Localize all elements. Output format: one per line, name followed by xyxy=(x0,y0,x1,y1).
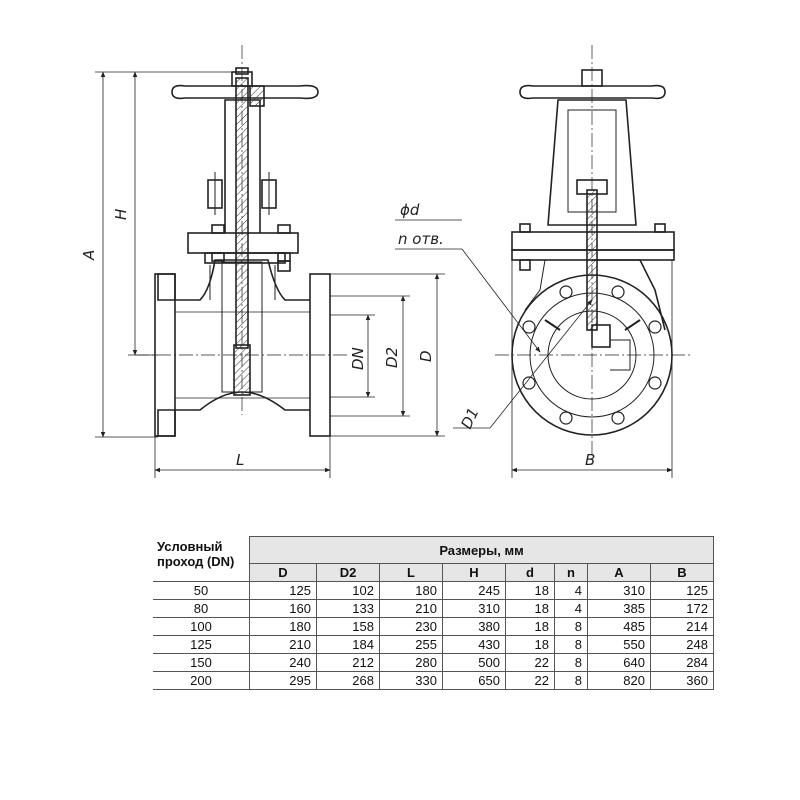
label-D2: D2 xyxy=(383,347,401,368)
column-header: n xyxy=(554,563,588,582)
dn-cell: 125 xyxy=(153,635,250,654)
value-cell: 650 xyxy=(442,671,506,690)
value-cell: 8 xyxy=(554,617,588,636)
value-cell: 380 xyxy=(442,617,506,636)
value-cell: 240 xyxy=(249,653,317,672)
value-cell: 550 xyxy=(587,635,651,654)
value-cell: 18 xyxy=(505,617,555,636)
value-cell: 280 xyxy=(379,653,443,672)
bonnet-bolts xyxy=(211,224,291,272)
value-cell: 180 xyxy=(249,617,317,636)
value-cell: 184 xyxy=(316,635,380,654)
column-header: L xyxy=(379,563,443,582)
value-cell: 430 xyxy=(442,635,506,654)
column-header: A xyxy=(587,563,651,582)
column-header: B xyxy=(650,563,714,582)
value-cell: 212 xyxy=(316,653,380,672)
value-cell: 640 xyxy=(587,653,651,672)
value-cell: 330 xyxy=(379,671,443,690)
handwheel xyxy=(171,84,319,100)
label-H: H xyxy=(112,209,130,220)
dn-cell: 150 xyxy=(153,653,250,672)
value-cell: 133 xyxy=(316,599,380,618)
front-view xyxy=(135,45,350,437)
stem xyxy=(235,77,249,349)
wedge xyxy=(221,261,263,393)
value-cell: 210 xyxy=(379,599,443,618)
value-cell: 385 xyxy=(587,599,651,618)
value-cell: 248 xyxy=(650,635,714,654)
value-cell: 8 xyxy=(554,653,588,672)
value-cell: 8 xyxy=(554,671,588,690)
side-view xyxy=(495,45,690,465)
label-A: A xyxy=(80,250,98,261)
label-B: B xyxy=(585,451,595,469)
value-cell: 125 xyxy=(249,581,317,600)
value-cell: 22 xyxy=(505,653,555,672)
value-cell: 8 xyxy=(554,635,588,654)
value-cell: 360 xyxy=(650,671,714,690)
dn-column-header: Условный проход (DN) xyxy=(153,536,250,582)
dn-cell: 80 xyxy=(153,599,250,618)
value-cell: 22 xyxy=(505,671,555,690)
value-cell: 158 xyxy=(316,617,380,636)
label-L: L xyxy=(236,451,244,469)
column-header: D2 xyxy=(316,563,380,582)
side-stem xyxy=(586,189,598,331)
value-cell: 172 xyxy=(650,599,714,618)
value-cell: 820 xyxy=(587,671,651,690)
column-header: D xyxy=(249,563,317,582)
value-cell: 18 xyxy=(505,581,555,600)
value-cell: 485 xyxy=(587,617,651,636)
value-cell: 310 xyxy=(587,581,651,600)
value-cell: 230 xyxy=(379,617,443,636)
dimensions-group-header: Размеры, мм xyxy=(249,536,714,564)
right-flange-outline xyxy=(309,273,331,437)
dn-cell: 50 xyxy=(153,581,250,600)
dn-cell: 100 xyxy=(153,617,250,636)
label-n: n отв. xyxy=(398,230,444,248)
side-yoke xyxy=(547,99,637,226)
front-dimensions xyxy=(95,71,445,478)
side-dimensions xyxy=(395,219,673,478)
column-header: H xyxy=(442,563,506,582)
value-cell: 310 xyxy=(442,599,506,618)
valve-technical-drawing: A H L DN D2 D ϕd n отв. D1 B xyxy=(80,45,690,478)
value-cell: 18 xyxy=(505,599,555,618)
value-cell: 210 xyxy=(249,635,317,654)
side-handwheel xyxy=(519,84,666,100)
value-cell: 284 xyxy=(650,653,714,672)
value-cell: 180 xyxy=(379,581,443,600)
dn-cell: 200 xyxy=(153,671,250,690)
value-cell: 125 xyxy=(650,581,714,600)
value-cell: 18 xyxy=(505,635,555,654)
dimension-labels: A H L DN D2 D ϕd n отв. D1 B xyxy=(80,201,595,469)
value-cell: 268 xyxy=(316,671,380,690)
label-D: D xyxy=(417,350,435,362)
value-cell: 214 xyxy=(650,617,714,636)
value-cell: 245 xyxy=(442,581,506,600)
value-cell: 295 xyxy=(249,671,317,690)
value-cell: 102 xyxy=(316,581,380,600)
column-header: d xyxy=(505,563,555,582)
value-cell: 500 xyxy=(442,653,506,672)
bolt-holes xyxy=(522,285,662,425)
label-DN: DN xyxy=(349,347,367,370)
label-d: ϕd xyxy=(400,201,420,219)
value-cell: 255 xyxy=(379,635,443,654)
value-cell: 4 xyxy=(554,599,588,618)
value-cell: 4 xyxy=(554,581,588,600)
value-cell: 160 xyxy=(249,599,317,618)
